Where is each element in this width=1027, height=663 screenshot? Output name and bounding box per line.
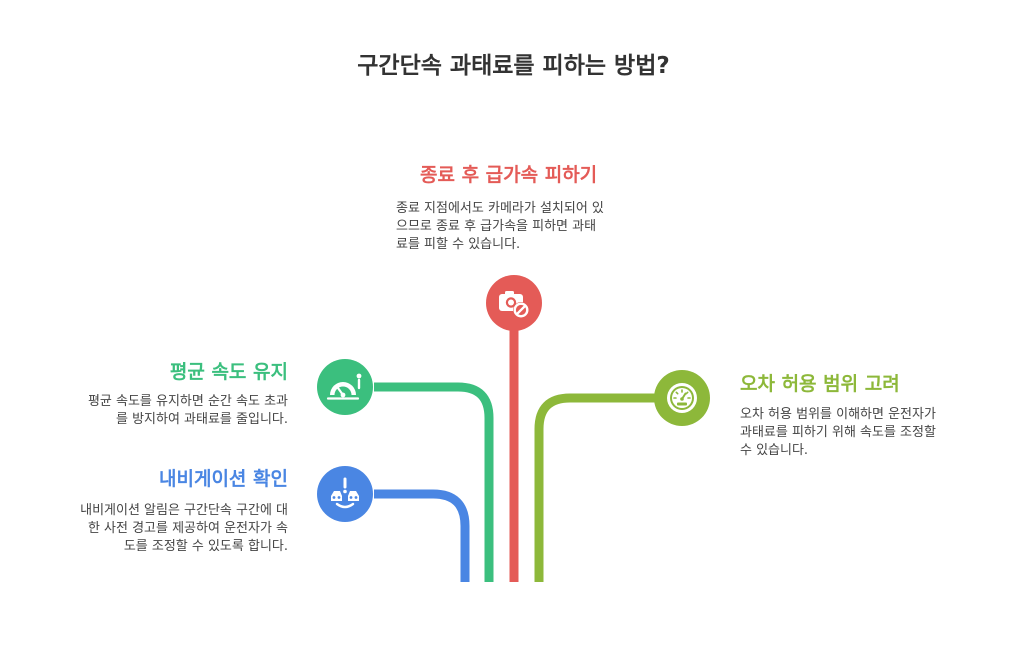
gauge-icon — [654, 370, 710, 426]
heading-avoid-acceleration: 종료 후 급가속 피하기 — [420, 164, 598, 186]
heading-error-tolerance: 오차 허용 범위 고려 — [740, 373, 900, 395]
desc-average-speed: 평균 속도를 유지하면 순간 속도 초과 를 방지하여 과태료를 줄입니다. — [28, 393, 288, 429]
page-title: 구간단속 과태료를 피하는 방법? — [357, 53, 670, 79]
desc-line: 도를 조정할 수 있도록 합니다. — [123, 539, 288, 554]
desc-line: 으므로 종료 후 급가속을 피하면 과태 — [396, 219, 597, 234]
heading-average-speed: 평균 속도 유지 — [169, 361, 288, 383]
connector-lime — [534, 393, 655, 582]
connector-green — [374, 382, 494, 582]
navigation-alert-icon — [317, 466, 373, 522]
desc-line: 오차 허용 범위를 이해하면 운전자가 — [740, 407, 936, 422]
desc-line: 평균 속도를 유지하면 순간 속도 초과 — [87, 394, 288, 409]
desc-line: 를 방지하여 과태료를 줄입니다. — [115, 412, 288, 427]
desc-line: 내비게이션 알림은 구간단속 구간에 대 — [80, 503, 288, 518]
desc-line: 과태료를 피하기 위해 속도를 조정할 — [740, 425, 936, 440]
camera-blocked-icon — [486, 275, 542, 331]
heading-navigation: 내비게이션 확인 — [159, 468, 288, 490]
desc-line: 종료 지점에서도 카메라가 설치되어 있 — [396, 201, 604, 216]
desc-error-tolerance: 오차 허용 범위를 이해하면 운전자가 과태료를 피하기 위해 속도를 조정할 … — [740, 406, 1000, 460]
desc-line: 한 사전 경고를 제공하여 운전자가 속 — [87, 521, 288, 536]
desc-avoid-acceleration: 종료 지점에서도 카메라가 설치되어 있 으므로 종료 후 급가속을 피하면 과… — [396, 200, 646, 254]
desc-line: 수 있습니다. — [740, 443, 809, 458]
desc-navigation: 내비게이션 알림은 구간단속 구간에 대 한 사전 경고를 제공하여 운전자가 … — [28, 502, 288, 556]
speedometer-icon — [317, 359, 373, 415]
desc-line: 료를 피할 수 있습니다. — [396, 237, 521, 252]
connector-blue — [374, 489, 470, 582]
